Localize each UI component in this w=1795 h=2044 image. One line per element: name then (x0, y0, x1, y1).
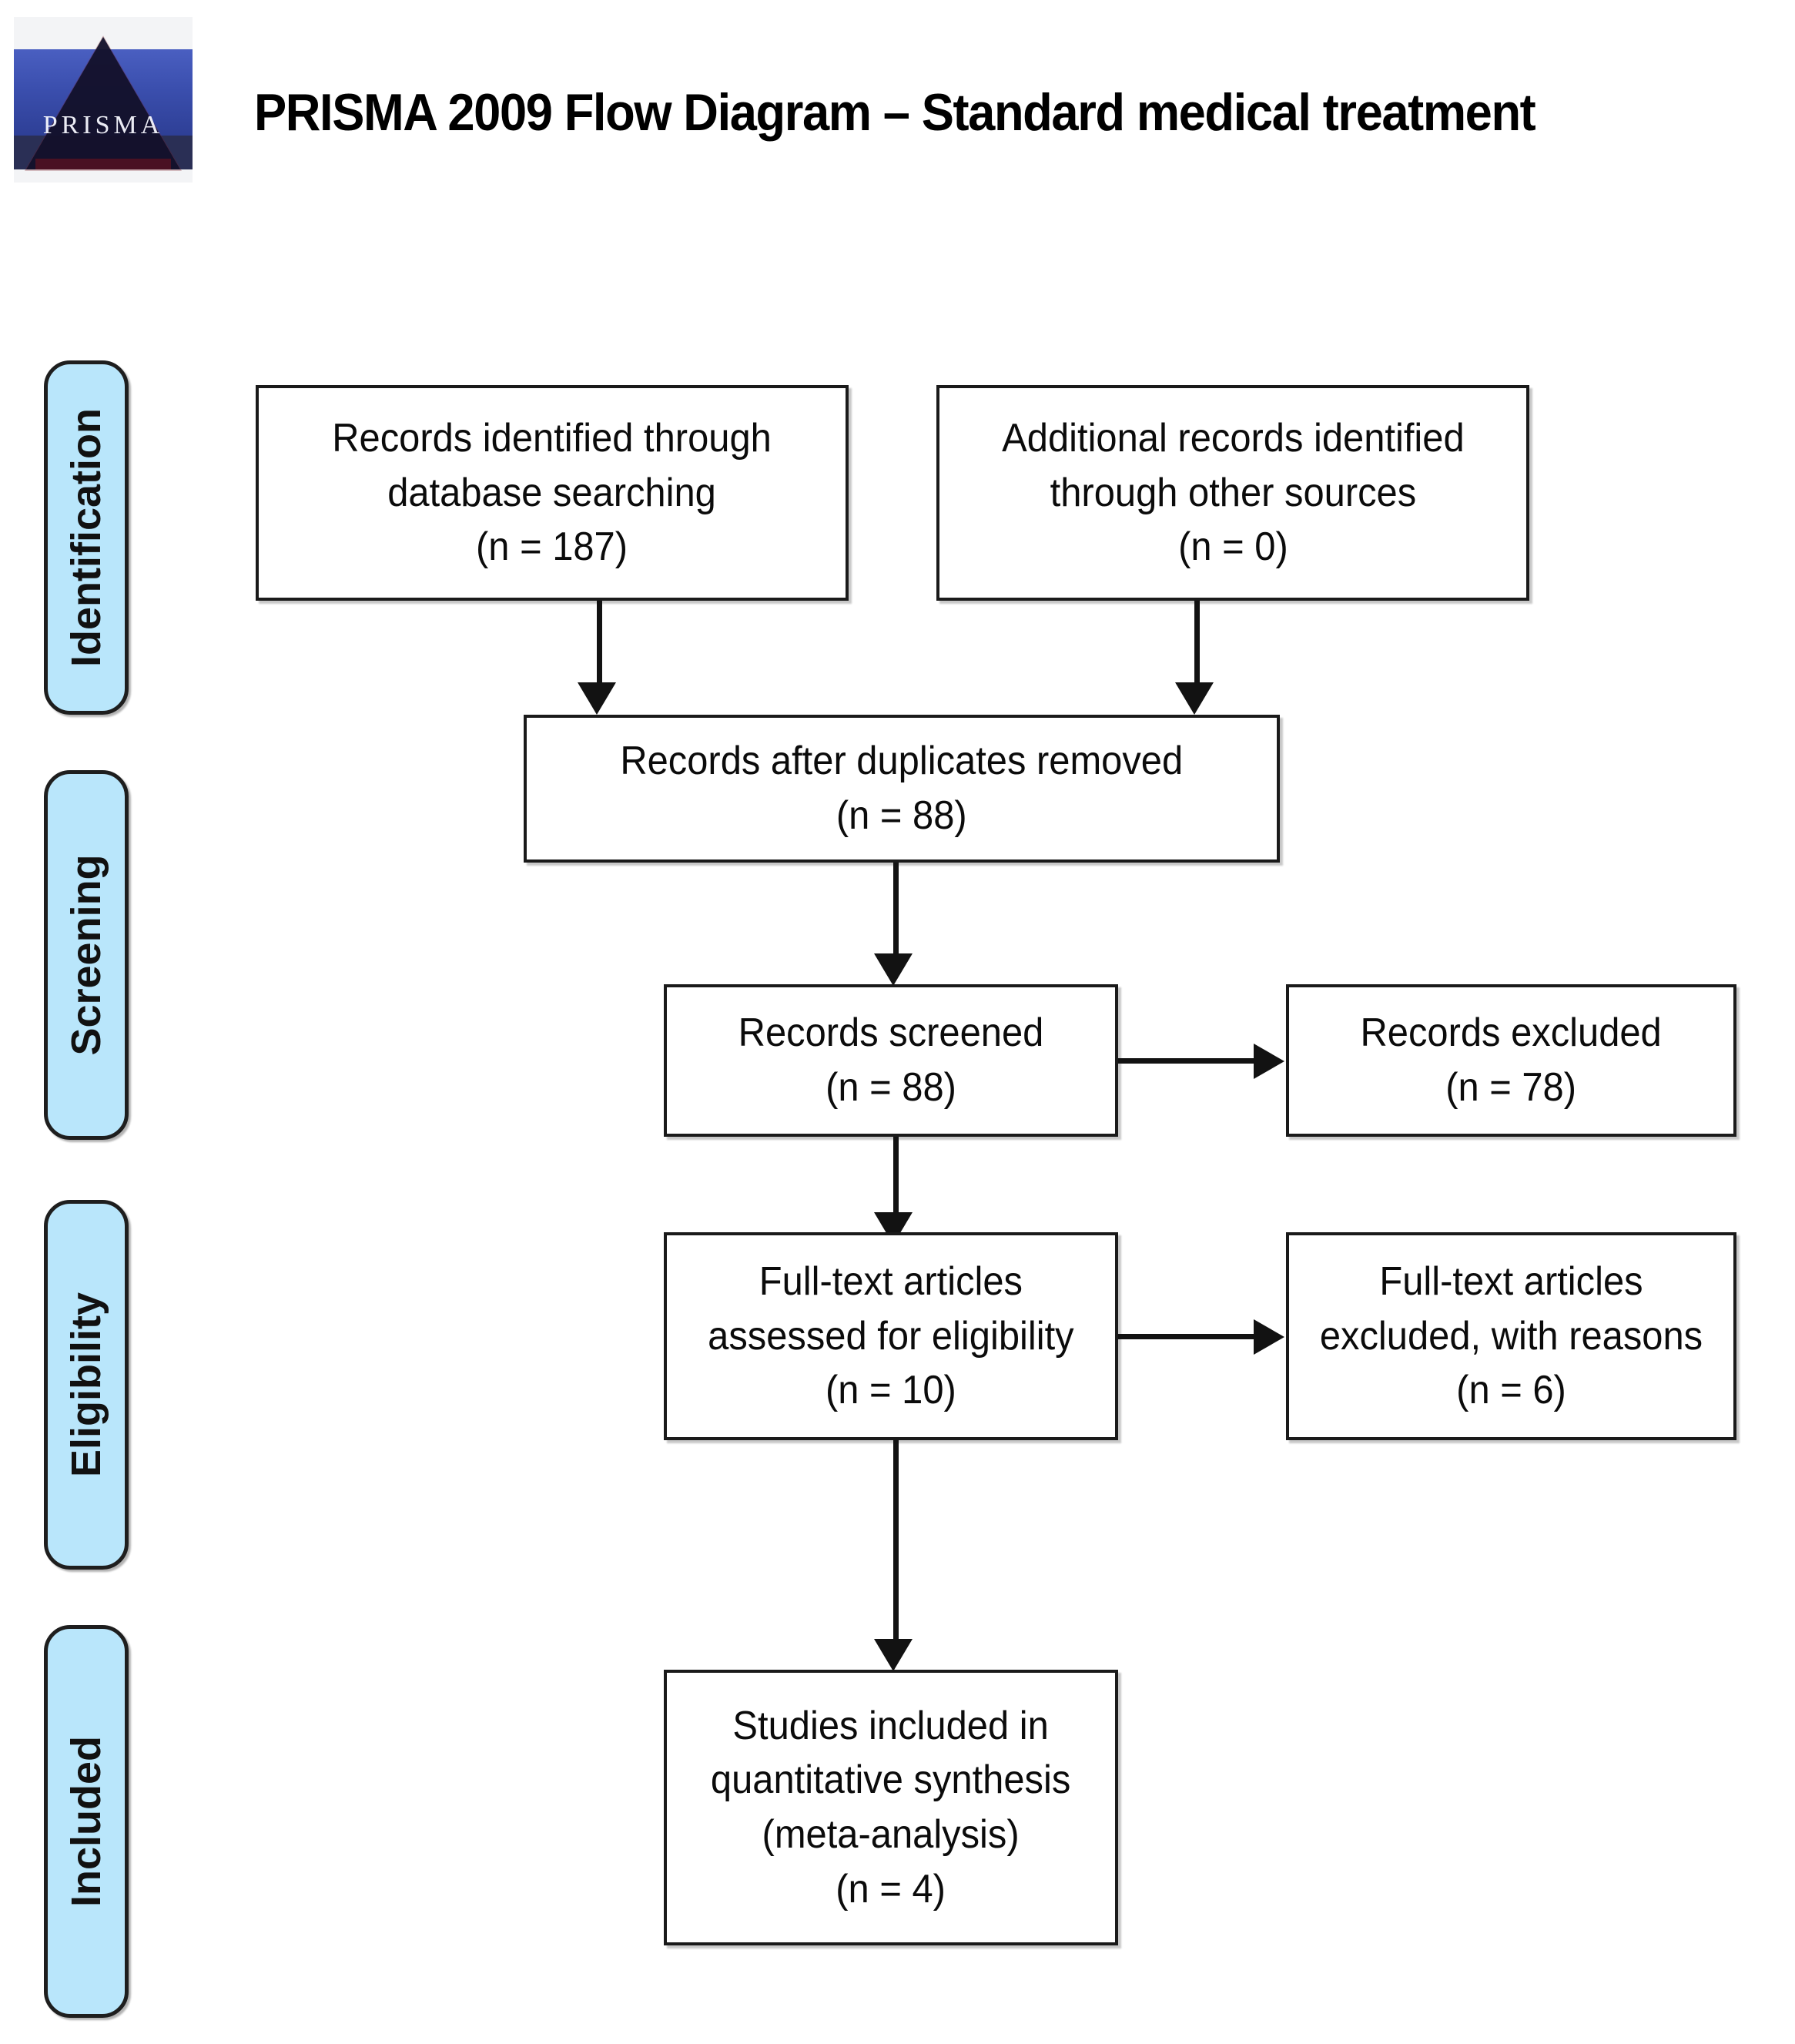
connector-other-to-duplicates (1194, 601, 1200, 685)
stage-pill-included: Included (44, 1625, 129, 2018)
stage-pill-eligibility: Eligibility (44, 1200, 129, 1570)
box-fulltext-excluded-with-reasons-text: Full-text articles excluded, with reason… (1311, 1255, 1712, 1418)
box-records-identified-database: Records identified through database sear… (256, 385, 849, 601)
stage-label-included: Included (63, 1735, 109, 1908)
box-additional-records-other-sources-text: Additional records identified through ot… (993, 411, 1472, 575)
box-studies-included-quantitative-synthesis: Studies included in quantitative synthes… (664, 1670, 1118, 1945)
line-2: excluded, with reasons (1319, 1313, 1703, 1359)
arrowhead-fulltext-to-excluded (1254, 1319, 1284, 1355)
logo-base-bar (35, 159, 171, 169)
count: (n = 187) (476, 524, 628, 570)
stage-label-identification: Identification (63, 408, 109, 667)
line-2: assessed for eligibility (708, 1313, 1074, 1359)
line-2: database searching (387, 470, 717, 515)
connector-screened-to-excluded (1118, 1058, 1257, 1064)
arrowhead-screened-to-excluded (1254, 1044, 1284, 1079)
box-records-identified-database-text: Records identified through database sear… (323, 411, 780, 575)
box-records-excluded-text: Records excluded (n = 78) (1352, 1006, 1671, 1114)
count: (n = 0) (1177, 524, 1288, 570)
line-1: Full-text articles (1379, 1258, 1643, 1304)
arrowhead-duplicates-to-screened (874, 953, 913, 986)
count: (n = 78) (1445, 1065, 1577, 1110)
stage-label-eligibility: Eligibility (63, 1292, 109, 1478)
connector-fulltext-to-excluded (1118, 1334, 1257, 1339)
box-fulltext-assessed-eligibility: Full-text articles assessed for eligibil… (664, 1232, 1118, 1440)
connector-screened-to-fulltext (893, 1137, 899, 1229)
stage-pill-screening: Screening (44, 770, 129, 1140)
count: (n = 88) (836, 793, 967, 838)
line-1: Records identified through (332, 415, 772, 461)
logo-triangle (26, 37, 180, 169)
count: (n = 10) (825, 1368, 956, 1413)
arrowhead-other-to-duplicates (1175, 682, 1214, 715)
box-studies-included-quantitative-synthesis-text: Studies included in quantitative synthes… (702, 1699, 1080, 1917)
count: (n = 6) (1456, 1368, 1566, 1413)
count: (n = 4) (836, 1866, 946, 1912)
box-records-screened: Records screened (n = 88) (664, 984, 1118, 1137)
line-1: Records excluded (1360, 1010, 1663, 1056)
prisma-logo-icon: PRISMA (14, 17, 193, 183)
arrowhead-database-to-duplicates (578, 682, 616, 715)
connector-duplicates-to-screened (893, 863, 899, 970)
line-3: (meta-analysis) (762, 1812, 1020, 1857)
line-1: Studies included in (732, 1703, 1050, 1748)
box-records-excluded: Records excluded (n = 78) (1286, 984, 1736, 1137)
box-records-after-duplicates-removed-text: Records after duplicates removed (n = 88… (611, 734, 1191, 843)
box-records-after-duplicates-removed: Records after duplicates removed (n = 88… (524, 715, 1280, 863)
line-1: Full-text articles (759, 1258, 1023, 1304)
box-fulltext-assessed-eligibility-text: Full-text articles assessed for eligibil… (699, 1255, 1083, 1418)
line-1: Records after duplicates removed (620, 739, 1184, 784)
arrowhead-fulltext-to-included (874, 1639, 913, 1671)
logo-wordmark: PRISMA (42, 111, 164, 139)
box-fulltext-excluded-with-reasons: Full-text articles excluded, with reason… (1286, 1232, 1736, 1440)
connector-database-to-duplicates (597, 601, 602, 685)
stage-label-screening: Screening (63, 854, 109, 1056)
line-2: through other sources (1050, 470, 1416, 515)
box-records-screened-text: Records screened (n = 88) (729, 1006, 1052, 1114)
line-1: Additional records identified (1001, 415, 1465, 461)
line-2: quantitative synthesis (711, 1758, 1071, 1803)
page-title: PRISMA 2009 Flow Diagram – Standard medi… (254, 83, 1536, 142)
count: (n = 88) (825, 1065, 956, 1110)
stage-pill-identification: Identification (44, 360, 129, 715)
line-1: Records screened (738, 1010, 1044, 1056)
box-additional-records-other-sources: Additional records identified through ot… (936, 385, 1529, 601)
connector-fulltext-to-included (893, 1440, 899, 1657)
